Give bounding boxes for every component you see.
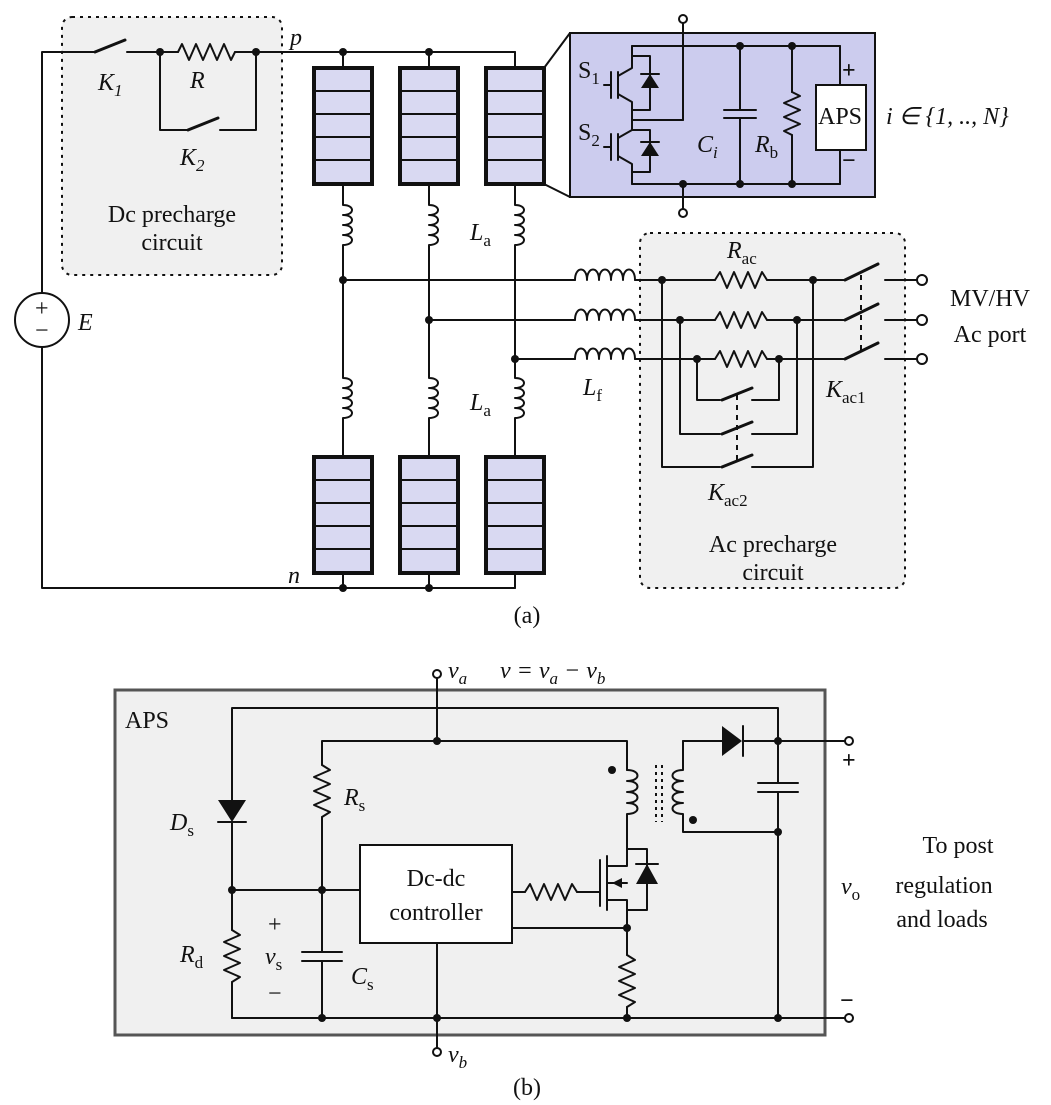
label-k1: K1 bbox=[97, 70, 123, 100]
dc-precharge-label-1: Dc precharge bbox=[108, 202, 236, 228]
dc-dc-controller bbox=[359, 844, 513, 944]
label-va: va bbox=[448, 658, 467, 688]
submodule-stack bbox=[312, 455, 374, 589]
resistor-rs bbox=[313, 764, 331, 891]
gate-resistor bbox=[511, 859, 601, 907]
switch-kac1 bbox=[843, 262, 928, 365]
post-label-3: and loads bbox=[896, 907, 987, 933]
label-index-set: i ∈ {1, .., N} bbox=[886, 104, 1009, 130]
diode-ds bbox=[217, 800, 247, 891]
controller-label-1: Dc-dc bbox=[407, 866, 466, 892]
label-kac1: Kac1 bbox=[825, 377, 866, 407]
igbt-s2 bbox=[603, 119, 660, 185]
controller-label-2: controller bbox=[389, 900, 482, 926]
label-k2: K2 bbox=[179, 145, 205, 175]
label-s2: S2 bbox=[578, 120, 600, 150]
post-label-1: To post bbox=[923, 833, 994, 859]
source-minus: − bbox=[35, 318, 49, 344]
upper-arm-inductors bbox=[342, 183, 525, 360]
label-cs: Cs bbox=[351, 964, 374, 994]
upper-arm-stacks bbox=[312, 51, 546, 186]
output-diode bbox=[682, 725, 854, 757]
igbt-s1 bbox=[603, 45, 660, 121]
mosfet bbox=[606, 839, 659, 929]
aps-minus: − bbox=[842, 148, 856, 174]
ac-precharge-label-1: Ac precharge bbox=[709, 532, 837, 558]
aps-plus: + bbox=[842, 58, 856, 84]
aps-block bbox=[815, 45, 867, 185]
ac-precharge-box bbox=[639, 232, 906, 589]
label-rs: Rs bbox=[343, 785, 365, 815]
lower-arm-stacks bbox=[312, 455, 546, 589]
transformer bbox=[608, 740, 779, 841]
ac-filter-inductors bbox=[342, 268, 716, 360]
caption-b: (b) bbox=[513, 1075, 541, 1101]
label-rac: Rac bbox=[726, 238, 757, 268]
ac-bypass-wiring bbox=[658, 276, 817, 468]
label-e: E bbox=[77, 310, 93, 336]
submodule-detail bbox=[569, 14, 876, 218]
label-la-lower: La bbox=[469, 390, 491, 420]
ac-port-label-2: Ac port bbox=[954, 322, 1027, 348]
ac-precharge-label-2: circuit bbox=[742, 560, 804, 586]
submodule-stack bbox=[484, 51, 546, 186]
switch-kac2 bbox=[720, 386, 754, 469]
lower-arm-inductors bbox=[342, 279, 525, 458]
label-vo: vo bbox=[841, 874, 860, 904]
source-plus: + bbox=[35, 296, 49, 322]
label-la-upper: La bbox=[469, 220, 491, 250]
resistor-rd bbox=[223, 889, 241, 1019]
switch-k2 bbox=[159, 51, 257, 132]
label-lf: Lf bbox=[582, 375, 602, 405]
label-ds: Ds bbox=[169, 810, 194, 840]
out-plus: + bbox=[842, 748, 856, 774]
vs-plus: + bbox=[268, 912, 282, 938]
dc-source bbox=[14, 51, 344, 589]
label-n: n bbox=[288, 563, 300, 589]
label-r: R bbox=[189, 68, 205, 94]
caption-a: (a) bbox=[514, 603, 541, 629]
label-kac2: Kac2 bbox=[707, 480, 748, 510]
out-minus: − bbox=[840, 988, 854, 1014]
dc-precharge-box bbox=[61, 16, 283, 276]
dc-precharge-label-2: circuit bbox=[141, 230, 203, 256]
post-label-2: regulation bbox=[895, 873, 992, 899]
figure-a: K1 R K2 p n Dc precharge circuit + − E S… bbox=[14, 14, 1031, 629]
label-aps-module: APS bbox=[818, 104, 862, 130]
switch-k1 bbox=[93, 38, 161, 54]
label-ci: Ci bbox=[697, 132, 718, 162]
submodule-stack bbox=[398, 51, 460, 186]
capacitor-cs bbox=[301, 889, 343, 1019]
output-capacitor bbox=[757, 740, 799, 1019]
label-vb: vb bbox=[448, 1042, 467, 1072]
vs-minus: − bbox=[268, 981, 282, 1007]
label-p: p bbox=[288, 25, 302, 51]
label-s1: S1 bbox=[578, 58, 600, 88]
label-v-equation: v = va − vb bbox=[500, 658, 605, 688]
label-aps-title: APS bbox=[125, 708, 169, 734]
label-vs: vs bbox=[265, 944, 282, 974]
submodule-stack bbox=[398, 455, 460, 589]
resistor-rb bbox=[783, 42, 801, 188]
submodule-stack bbox=[312, 51, 374, 186]
ac-port-label-1: MV/HV bbox=[950, 286, 1031, 312]
submodule-stack bbox=[484, 455, 546, 589]
capacitor-ci bbox=[723, 42, 757, 188]
label-rb: Rb bbox=[754, 132, 778, 162]
figure-b: APS va v = va − vb vb Ds Rs Rd + vs − Cs… bbox=[113, 658, 994, 1101]
label-rd: Rd bbox=[179, 942, 204, 972]
